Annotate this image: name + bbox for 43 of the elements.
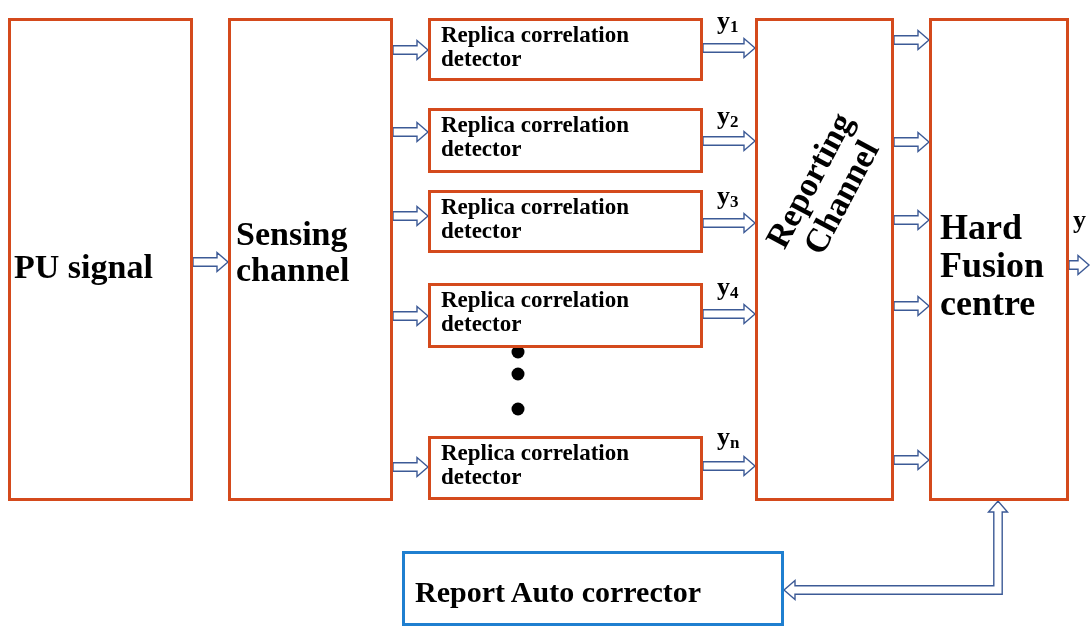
box-label: PU signal (14, 249, 154, 285)
process-box (428, 18, 703, 81)
process-box (428, 108, 703, 173)
process-box (228, 18, 393, 501)
edge-label: y$_{3}$ (717, 183, 739, 210)
block-arrow (392, 38, 430, 62)
block-arrow (782, 499, 1010, 602)
edge-label: y (1073, 207, 1086, 233)
process-box (402, 551, 784, 626)
process-box (755, 18, 894, 501)
box-label: Sensing channel (236, 216, 351, 288)
box-label: Replica correlation detector (441, 288, 630, 337)
box-label: Report Auto corrector (415, 576, 702, 608)
block-arrow (702, 302, 757, 326)
block-arrow (192, 250, 230, 274)
box-label: Replica correlation detector (441, 441, 630, 490)
edge-label: y$_{n}$ (717, 424, 740, 451)
block-arrow (392, 304, 430, 328)
block-arrow (893, 294, 931, 318)
edge-label: y$_{1}$ (717, 8, 739, 35)
edge-label: y$_{2}$ (717, 103, 739, 130)
process-box (428, 283, 703, 348)
block-arrow (893, 130, 931, 154)
process-box (428, 190, 703, 253)
block-arrow (702, 36, 757, 60)
block-arrow (392, 120, 430, 144)
block-arrow (702, 454, 757, 478)
block-arrow (702, 129, 757, 153)
box-label: Hard Fusion centre (940, 209, 1046, 323)
block-arrow (893, 448, 931, 472)
process-box (8, 18, 193, 501)
block-arrow (893, 28, 931, 52)
edge-label: y$_{4}$ (717, 274, 739, 301)
process-box (428, 436, 703, 500)
block-arrow (1068, 253, 1091, 277)
box-label: Replica correlation detector (441, 23, 630, 72)
block-arrow (702, 211, 757, 235)
box-label: Replica correlation detector (441, 195, 630, 244)
process-box (929, 18, 1069, 501)
block-arrow (392, 204, 430, 228)
block-arrow (392, 455, 430, 479)
box-label: Replica correlation detector (441, 113, 630, 162)
block-arrow (893, 208, 931, 232)
